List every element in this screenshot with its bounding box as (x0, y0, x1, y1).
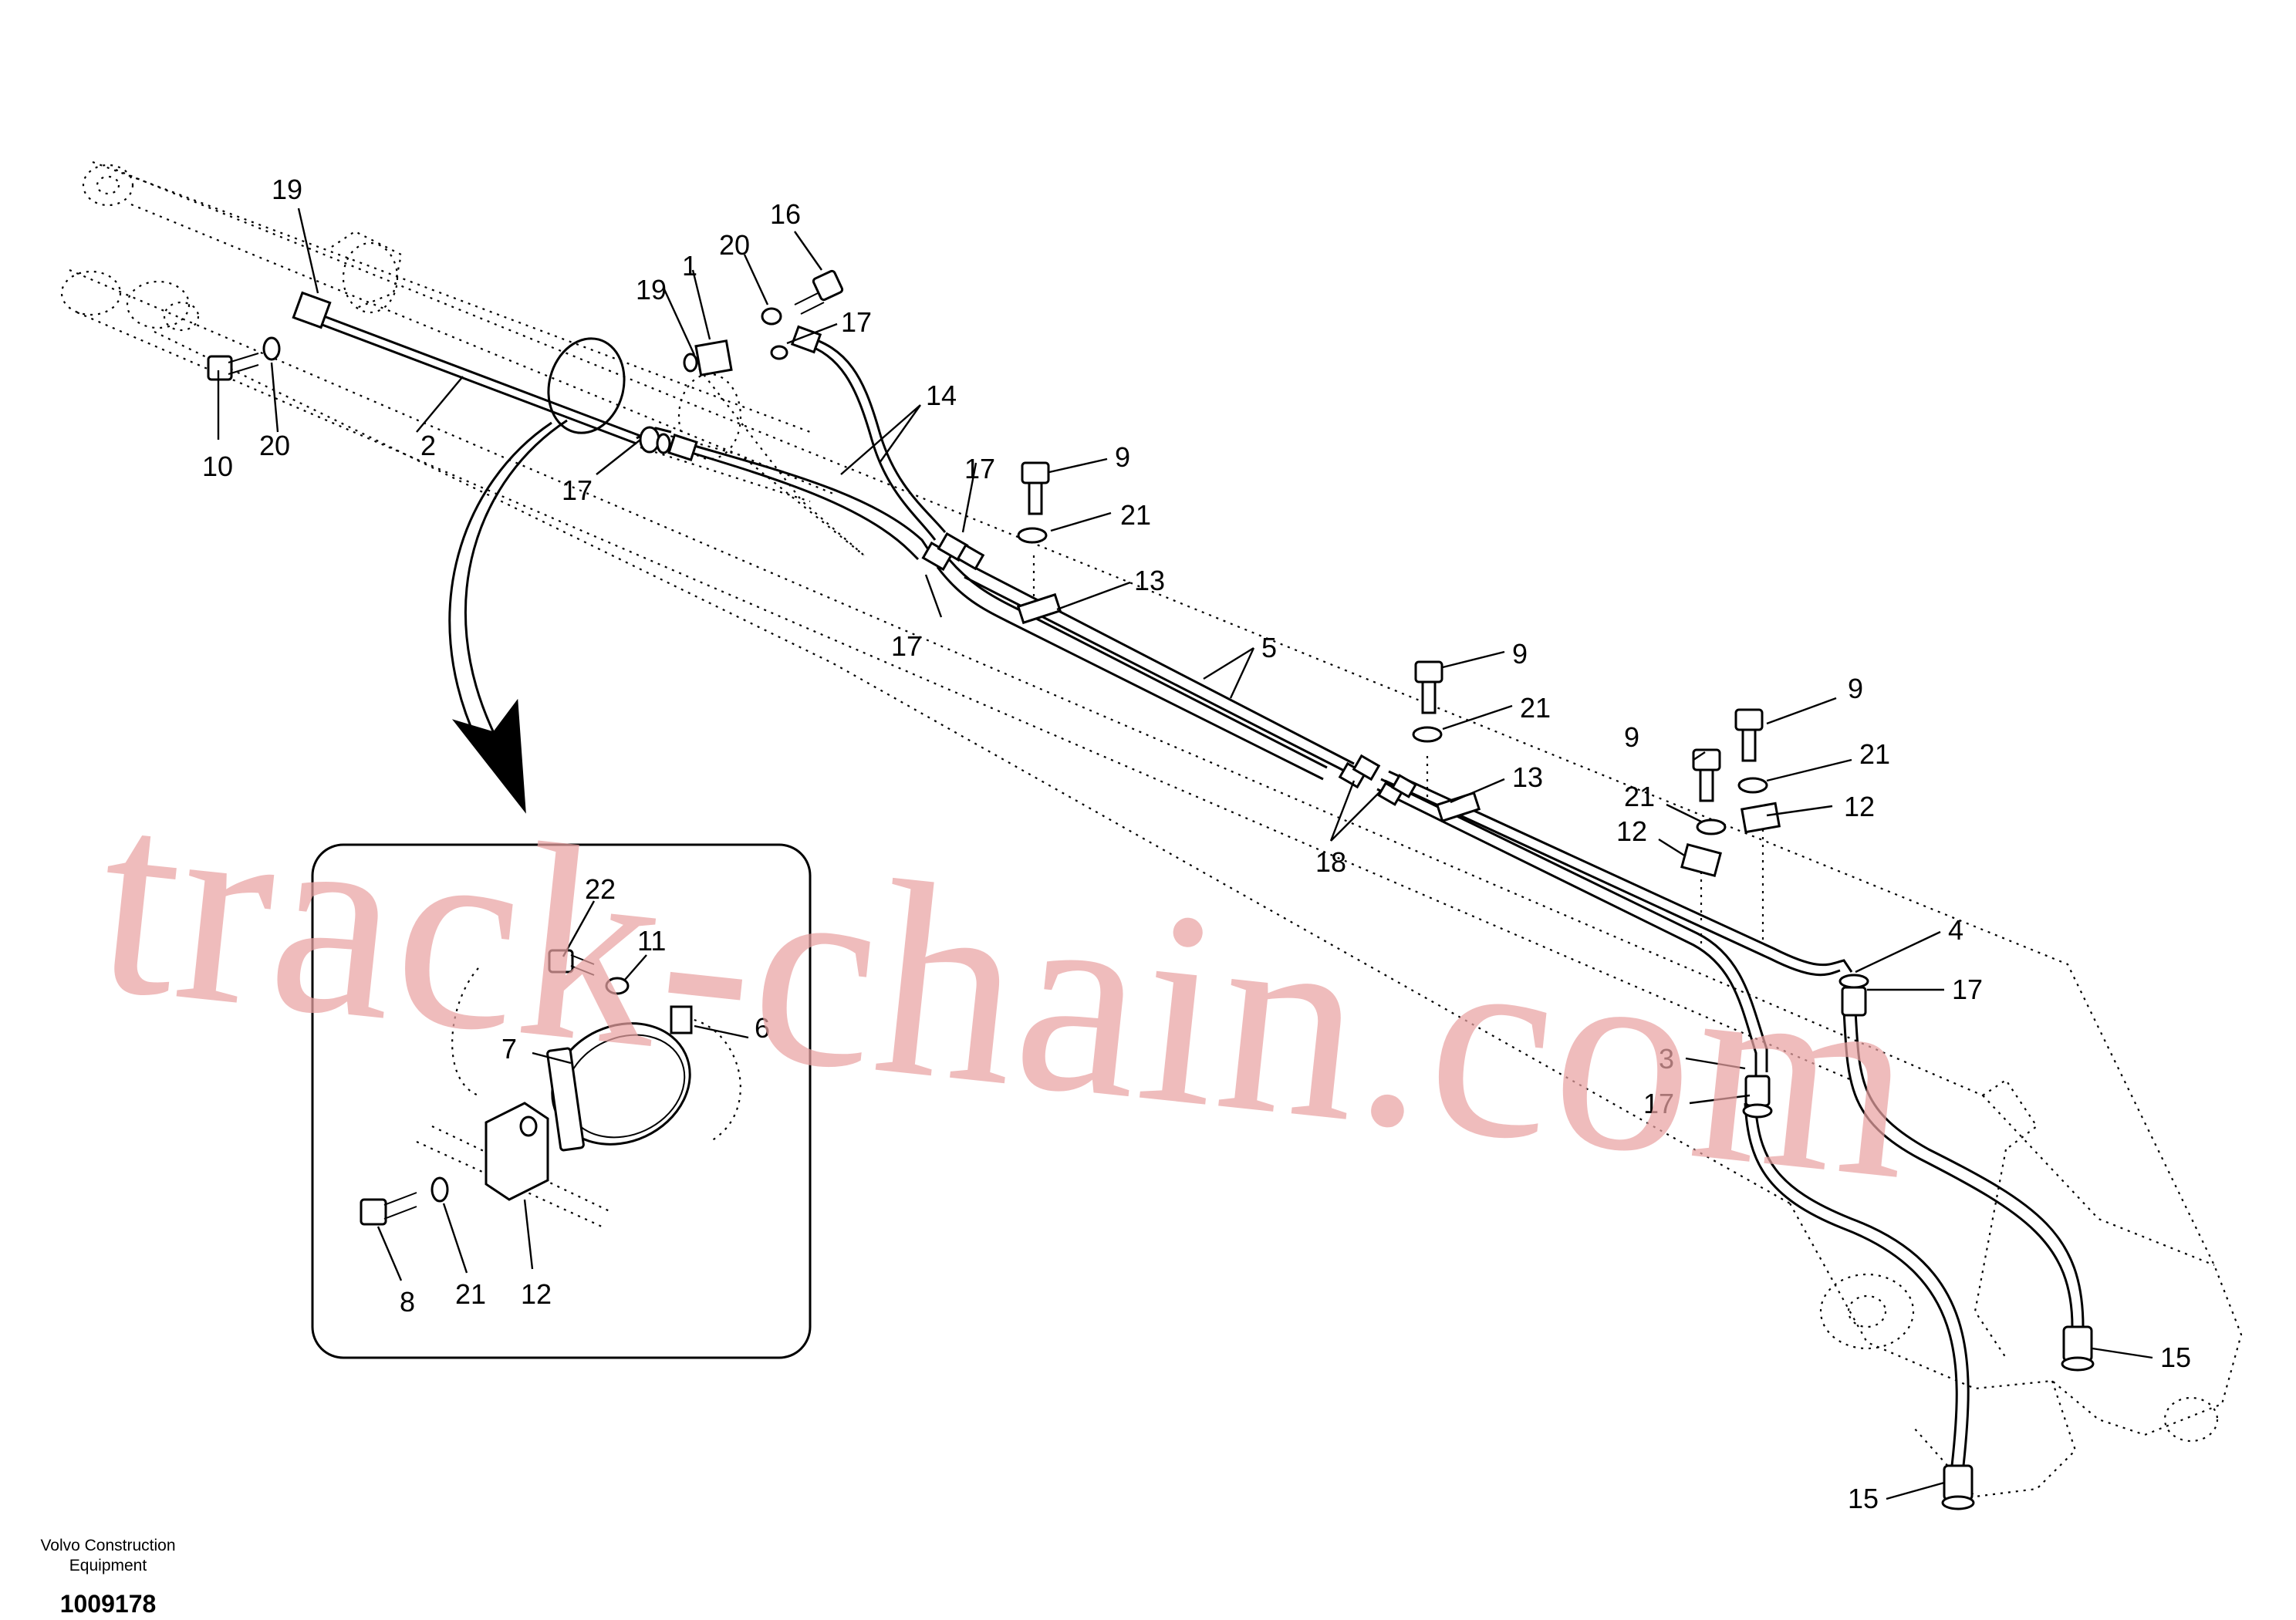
callout-21: 21 (1120, 499, 1151, 531)
boom-outline (60, 160, 2243, 1498)
callout-9: 9 (1848, 673, 1863, 704)
callout-21: 21 (1520, 692, 1551, 724)
callout-18: 18 (1315, 846, 1346, 878)
callout-9: 9 (1624, 721, 1639, 753)
callout-17: 17 (891, 630, 922, 662)
callout-17: 17 (964, 453, 995, 484)
callout-20: 20 (719, 229, 750, 261)
inset-callout-22: 22 (585, 873, 616, 905)
callout-16: 16 (770, 198, 801, 230)
pipes-5 (921, 532, 1355, 781)
callout-19: 19 (272, 174, 302, 205)
callout-4: 4 (1948, 914, 1963, 946)
callout-21: 21 (1859, 738, 1890, 770)
small-parts (207, 269, 1781, 949)
callout-3: 3 (1659, 1043, 1674, 1075)
inset-callout-6: 6 (755, 1012, 770, 1044)
callout-17: 17 (1643, 1088, 1674, 1119)
callout-21: 21 (1624, 781, 1655, 812)
drawing-number: 1009178 (60, 1590, 157, 1618)
callout-9: 9 (1115, 441, 1130, 473)
callout-13: 13 (1134, 565, 1165, 596)
callout-17: 17 (562, 474, 593, 506)
detail-inset (311, 843, 812, 1359)
callout-14: 14 (926, 380, 957, 411)
callout-10: 10 (202, 451, 233, 482)
callout-9: 9 (1512, 638, 1528, 670)
callout-5: 5 (1261, 632, 1277, 663)
callout-17: 17 (841, 306, 872, 338)
inset-callout-8: 8 (400, 1286, 415, 1318)
detail-pointer-arrow (448, 337, 626, 814)
callout-17: 17 (1952, 974, 1983, 1005)
callout-2: 2 (420, 430, 436, 461)
leader-lines (217, 208, 2153, 1500)
callout-12: 12 (1616, 815, 1647, 847)
inset-callout-12: 12 (521, 1278, 552, 1310)
callout-1: 1 (682, 250, 697, 282)
callout-13: 13 (1512, 761, 1543, 793)
callout-20: 20 (259, 430, 290, 461)
footer: Volvo Construction Equipment 1009178 (40, 1537, 175, 1618)
callout-15: 15 (1848, 1483, 1879, 1514)
company-name-line2: Equipment (69, 1557, 147, 1574)
hoses-15 (1742, 974, 2095, 1510)
callout-19: 19 (636, 274, 667, 305)
inset-callout-21: 21 (455, 1278, 486, 1310)
pipe-2 (292, 291, 672, 454)
callout-labels: 19 10 20 2 17 19 1 20 16 17 14 9 21 17 1… (202, 174, 2191, 1514)
pipes-3-4 (1338, 754, 1853, 1076)
inset-callout-7: 7 (501, 1033, 517, 1065)
company-name-line1: Volvo Construction (40, 1537, 175, 1554)
callout-12: 12 (1844, 791, 1875, 822)
inset-callout-11: 11 (637, 925, 666, 957)
callout-15: 15 (2160, 1342, 2191, 1373)
